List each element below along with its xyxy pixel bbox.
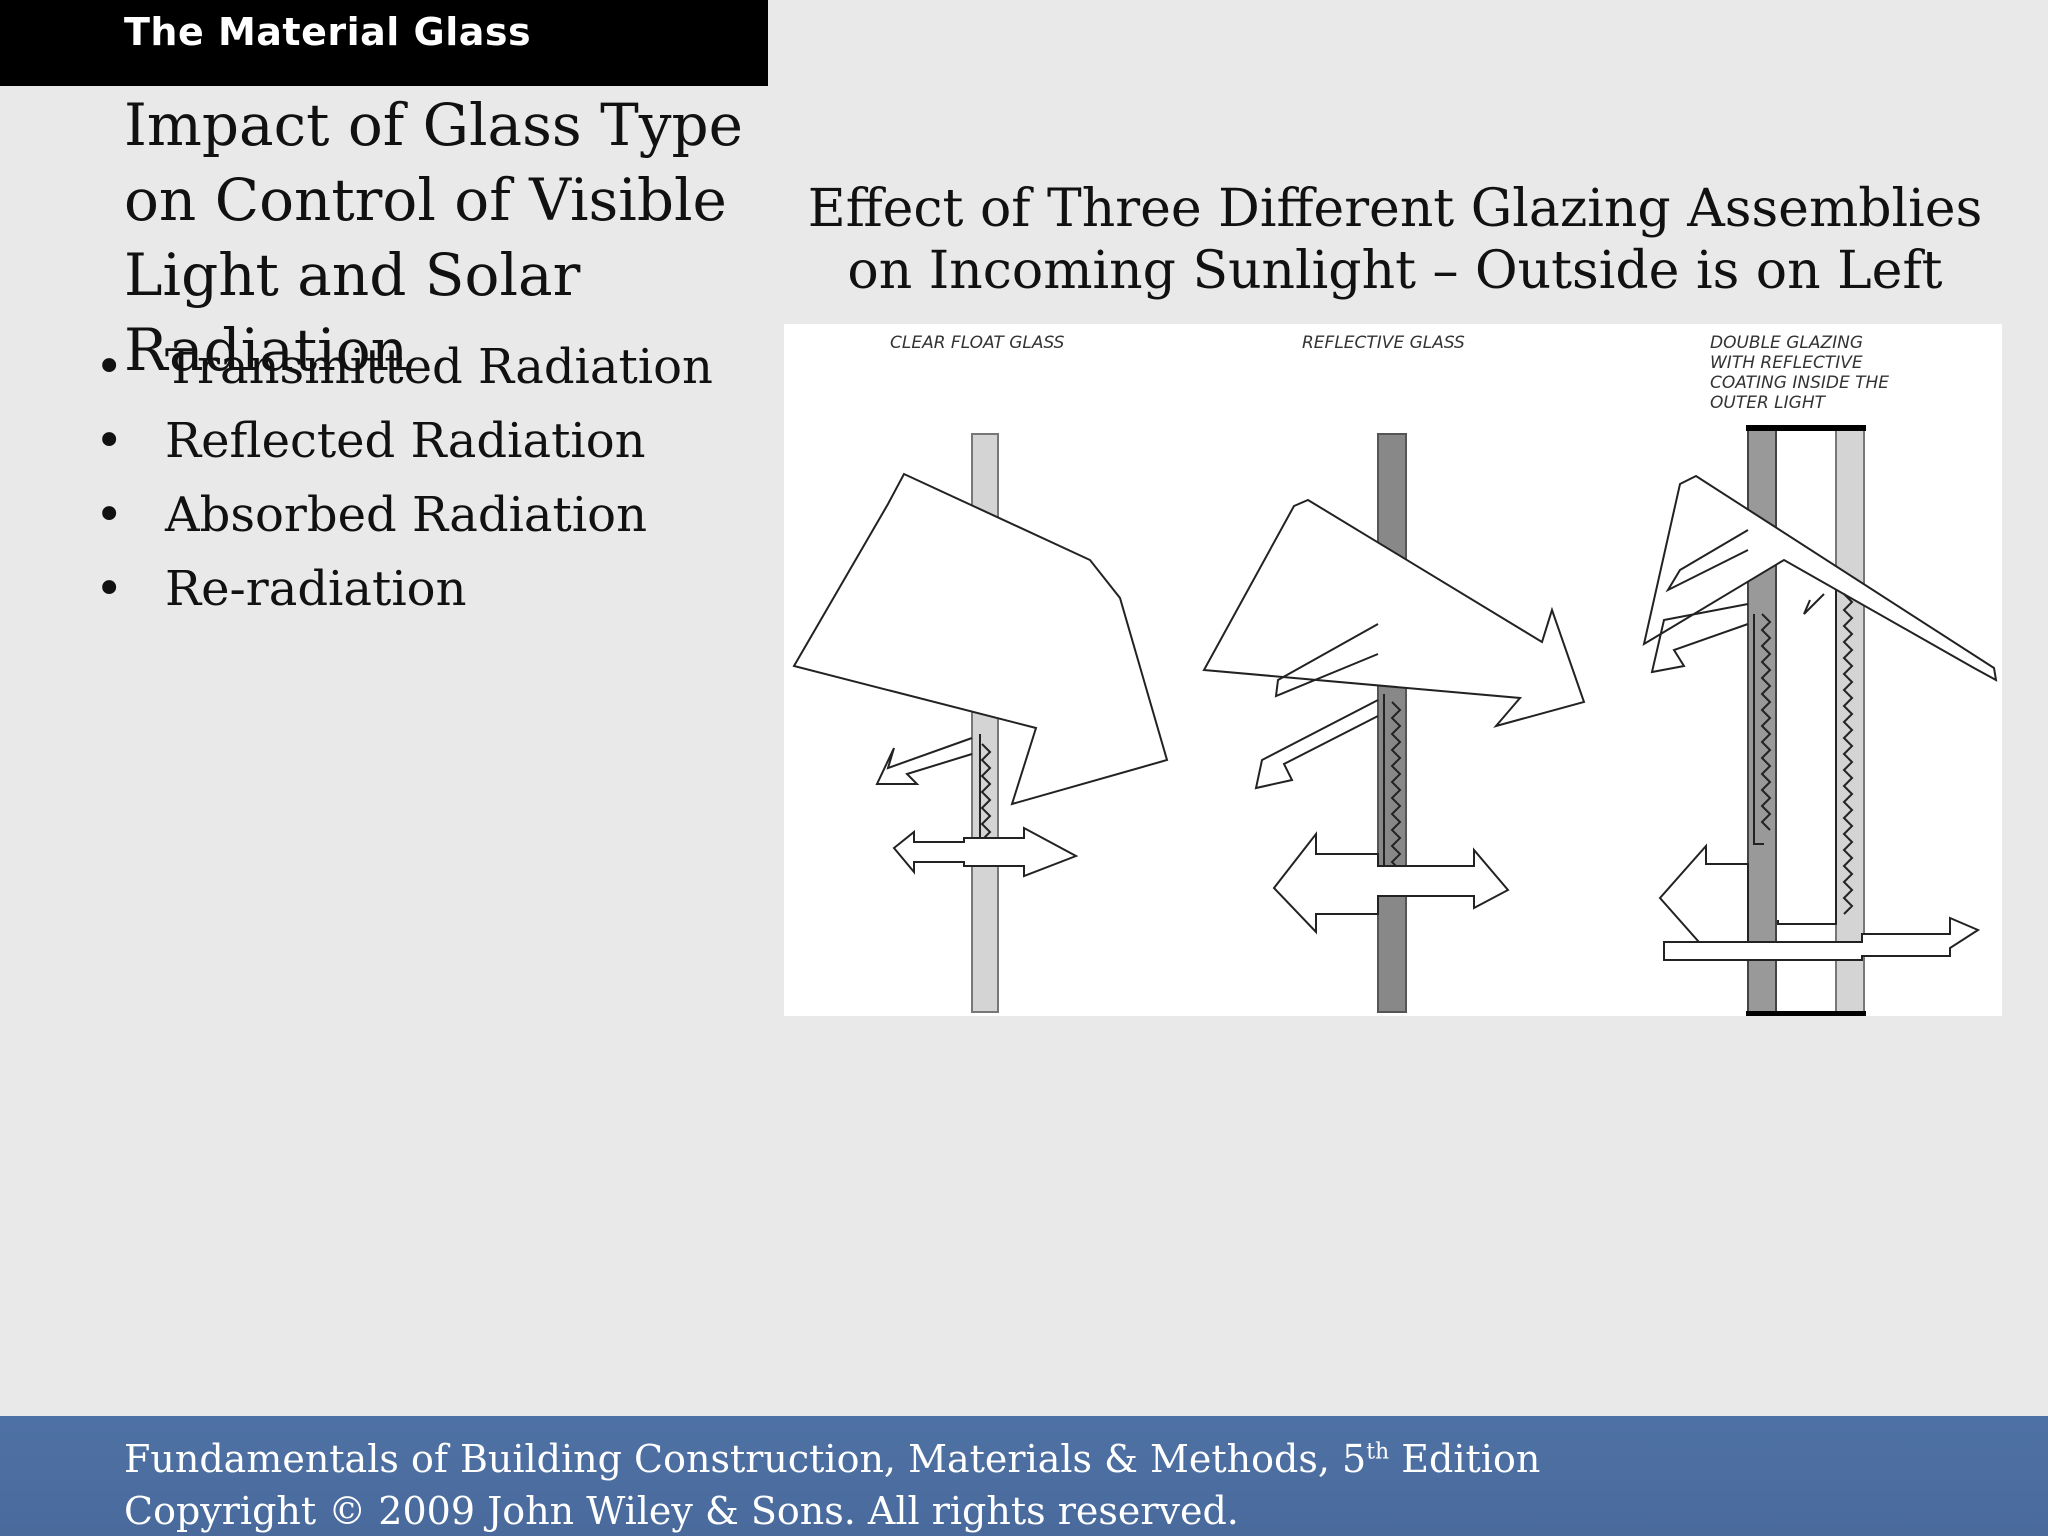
panel-clear-float-glass	[792, 433, 1169, 1013]
bullet-list: Transmitted Radiation Reflected Radiatio…	[95, 330, 713, 626]
footer-bar	[0, 1416, 2048, 1536]
footer-book-title: Fundamentals of Building Construction, M…	[124, 1436, 1540, 1482]
footer-book-title-main: Fundamentals of Building Construction, M…	[124, 1437, 1367, 1481]
label-double-glazing-2: WITH REFLECTIVE	[1710, 353, 1863, 373]
bullet-item: Absorbed Radiation	[95, 478, 713, 552]
section-title: The Material Glass	[124, 10, 532, 54]
label-double-glazing-4: OUTER LIGHT	[1710, 393, 1827, 413]
footer-edition-word: Edition	[1389, 1437, 1541, 1481]
label-reflective-glass: REFLECTIVE GLASS	[1302, 333, 1465, 353]
label-double-glazing-3: COATING INSIDE THE	[1710, 373, 1889, 393]
footer-copyright: Copyright © 2009 John Wiley & Sons. All …	[124, 1489, 1239, 1533]
bullet-item: Reflected Radiation	[95, 404, 713, 478]
label-double-glazing-1: DOUBLE GLAZING	[1710, 333, 1863, 353]
bullet-item: Transmitted Radiation	[95, 330, 713, 404]
glazing-diagram: CLEAR FLOAT GLASS REFLECTIVE GLASS DOUBL…	[784, 324, 2002, 1016]
diagram-title: Effect of Three Different Glazing Assemb…	[807, 179, 1983, 301]
glazing-diagram-svg: CLEAR FLOAT GLASS REFLECTIVE GLASS DOUBL…	[792, 333, 1998, 1016]
section-header-bar	[0, 0, 768, 86]
panel-double-glazing	[1642, 425, 1998, 1016]
footer-edition-superscript: th	[1366, 1439, 1390, 1465]
panel-reflective-glass	[1202, 433, 1586, 1013]
label-clear-float-glass: CLEAR FLOAT GLASS	[890, 333, 1065, 353]
bullet-item: Re-radiation	[95, 552, 713, 626]
